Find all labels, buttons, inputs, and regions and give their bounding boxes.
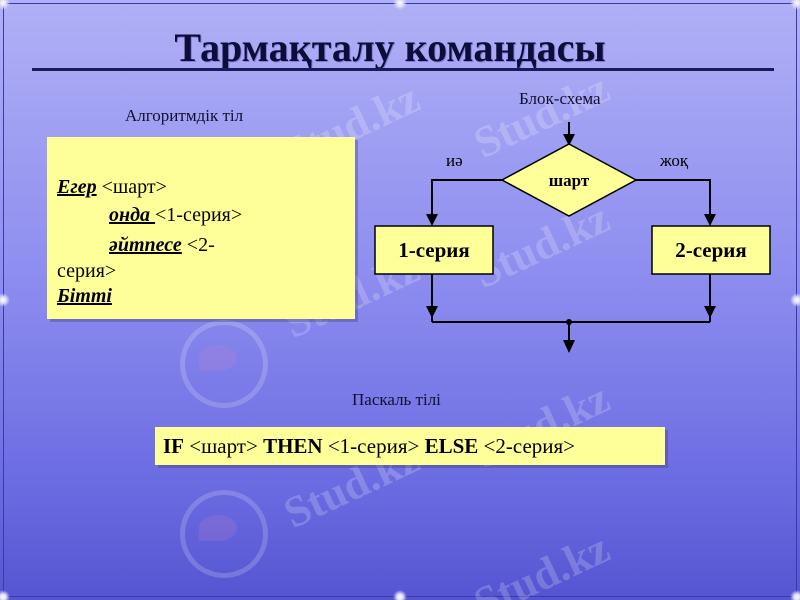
series-1-out-arrowhead-icon: [426, 306, 438, 318]
pascal-else: ELSE: [424, 434, 479, 458]
yes-arrowhead-icon: [426, 214, 438, 226]
pascal-code-box: IF <шарт> THEN <1-серия> ELSE <2-серия>: [155, 427, 665, 465]
pascal-series-1: <1-серия>: [322, 434, 425, 458]
algorithm-box: Егер <шарт> онда <1-серия> әйтпесе <2- с…: [47, 137, 355, 319]
yes-branch-line: [431, 179, 502, 222]
keyword-then: онда: [109, 204, 156, 226]
pascal-then: THEN: [263, 434, 323, 458]
pascal-condition: <шарт>: [184, 434, 264, 458]
sparkle-icon: [0, 293, 10, 307]
sparkle-icon: [790, 0, 800, 10]
sparkle-icon: [0, 0, 10, 10]
slide-title: Тармақталу командасы: [174, 25, 606, 70]
sparkle-icon: [790, 293, 800, 307]
no-arrowhead-icon: [704, 214, 716, 226]
pascal-if: IF: [163, 434, 184, 458]
no-label: жоқ: [659, 151, 689, 170]
algorithm-line-else: әйтпесе <2-: [109, 234, 215, 257]
algorithm-line-then: онда <1-серия>: [109, 204, 242, 227]
algorithm-line-if: Егер <шарт>: [57, 176, 167, 199]
algorithm-line-series-cont: серия>: [57, 260, 117, 282]
keyword-end: Бітті: [57, 285, 112, 307]
title-underline: [32, 68, 774, 71]
pascal-series-2: <2-серия>: [478, 434, 576, 458]
series-2-out-arrowhead-icon: [704, 306, 716, 318]
algorithm-caption: Алгоритмдік тіл: [125, 106, 244, 125]
sparkle-icon: [393, 590, 407, 600]
flow-exit-arrowhead-icon: [563, 340, 575, 353]
series-1-block: [374, 225, 494, 275]
algorithm-series-2: <2-: [181, 234, 215, 256]
series-2-label: 2-серия: [675, 238, 747, 262]
algorithm-series-1: <1-серия>: [155, 204, 243, 226]
condition-diamond: [500, 143, 638, 217]
flow-entry-arrowhead-icon: [563, 134, 575, 146]
series-2-block: [651, 225, 771, 275]
keyword-else: әйтпесе: [109, 234, 182, 256]
keyword-if: Егер: [57, 176, 97, 198]
series-1-label: 1-серия: [398, 238, 470, 262]
sparkle-icon: [790, 590, 800, 600]
no-branch-line: [636, 179, 711, 222]
algorithm-line-end: Бітті: [57, 285, 112, 308]
condition-label: шарт: [549, 171, 590, 190]
watermark-logo-icon: [180, 490, 268, 578]
algorithm-condition: <шарт>: [96, 176, 167, 198]
pascal-caption: Паскаль тілі: [352, 390, 441, 409]
flowchart-caption: Блок-схема: [519, 89, 601, 108]
sparkle-icon: [393, 0, 407, 10]
yes-label: иә: [446, 151, 463, 170]
sparkle-icon: [0, 590, 10, 600]
watermark-logo-icon: [180, 320, 268, 408]
